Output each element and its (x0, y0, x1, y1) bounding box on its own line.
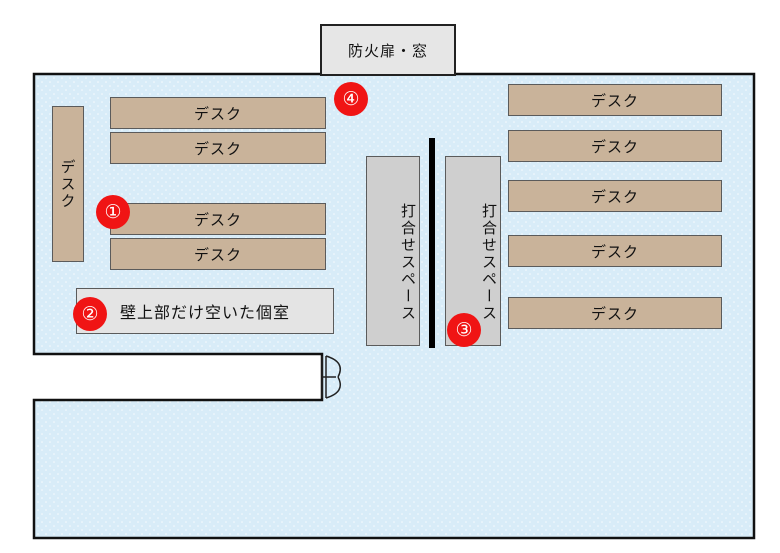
desk: デスク (110, 203, 326, 235)
desk: デスク (508, 180, 722, 212)
desk: デスク (110, 97, 326, 129)
desk: デスク (508, 130, 722, 162)
marker-4: ④ (334, 82, 368, 116)
desk-label: デスク (58, 158, 77, 210)
meeting-space-label: 打合せスペース (480, 202, 498, 322)
marker-3: ③ (447, 313, 481, 347)
desk: デスク (110, 238, 326, 270)
desk: デスク (508, 235, 722, 267)
desk-label: デスク (193, 245, 242, 264)
meeting-space-label: 打合せスペース (399, 202, 417, 322)
marker-1: ① (96, 195, 130, 229)
private-room-label: 壁上部だけ空いた個室 (119, 303, 290, 322)
fire-door-label: 防火扉・窓 (347, 41, 428, 60)
desk: デスク (508, 297, 722, 329)
marker-2: ② (73, 297, 107, 331)
desk-label: デスク (193, 104, 242, 123)
desk-label: デスク (590, 91, 639, 110)
fire-door-window: 防火扉・窓 (320, 24, 456, 76)
private-room: 壁上部だけ空いた個室 (76, 288, 334, 334)
desk-label: デスク (590, 187, 639, 206)
desk-label: デスク (590, 242, 639, 261)
desk-label: デスク (193, 139, 242, 158)
desk: デスク (508, 84, 722, 116)
double-door (321, 355, 341, 399)
desk: デスク (110, 132, 326, 164)
meeting-space-right: 打合せスペース (445, 156, 501, 346)
desk-label: デスク (590, 137, 639, 156)
desk-vertical: デスク (52, 106, 84, 262)
meeting-space-left: 打合せスペース (366, 156, 420, 346)
desk-label: デスク (193, 210, 242, 229)
desk-label: デスク (590, 304, 639, 323)
